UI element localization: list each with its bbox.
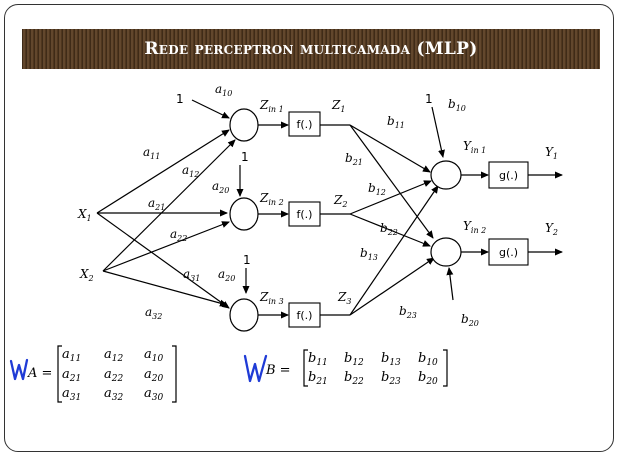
slide-frame [4, 4, 614, 452]
matrix-b-cell-12: b12 [344, 351, 364, 368]
weight-b20: b20 [461, 312, 479, 328]
matrix-a-cell-32: a32 [104, 386, 123, 403]
hidden-bias-arrows [191, 99, 250, 294]
activation-box-f1 [288, 111, 321, 137]
matrix-a: A = a11 a12 a10 a21 a22 a20 a31 a32 a30 [27, 345, 177, 403]
z3-label: Z3 [337, 290, 351, 306]
weight-a32: a32 [145, 305, 162, 321]
matrix-b-lhs: B = [265, 363, 291, 378]
output-bias-arrows [431, 106, 454, 301]
output-y1-label: Y1 [545, 145, 558, 161]
weight-b10: b10 [448, 97, 466, 113]
yin2-label: Yin 2 [463, 219, 486, 235]
matrix-a-left-bracket [57, 345, 62, 403]
matrix-a-cell-11: a11 [62, 347, 81, 364]
weight-a22: a22 [170, 227, 187, 243]
matrix-a-cell-31: a31 [62, 386, 81, 403]
activation-g2-label: g(.) [499, 246, 518, 259]
slide-title: Rede perceptron multicamada (MLP) [22, 29, 600, 69]
yin1-label: Yin 1 [463, 139, 486, 155]
hidden-output-connections [349, 124, 439, 316]
weight-a20: a20 [212, 179, 229, 195]
output-node-1 [430, 160, 462, 190]
matrix-a-cell-33: a30 [144, 386, 163, 403]
bias-one-a10: 1 [176, 92, 184, 106]
weight-a31: a31 [183, 267, 200, 283]
matrix-a-cell-21: a21 [62, 367, 81, 384]
bias-one-a30: 1 [243, 253, 251, 267]
matrix-b-cell-11: b11 [308, 351, 328, 368]
matrix-a-lhs: A = [27, 366, 52, 381]
weight-b23: b23 [399, 304, 417, 320]
matrix-b-cell-14: b10 [418, 351, 438, 368]
weight-b11: b11 [387, 114, 405, 130]
matrix-a-cell-23: a20 [144, 367, 163, 384]
weight-b21: b21 [345, 151, 363, 167]
bias-one-a20: 1 [241, 150, 249, 164]
activation-box-f3 [288, 302, 321, 328]
activation-f3-label: f(.) [297, 309, 313, 322]
hidden-node-1 [229, 108, 259, 142]
matrix-a-right-bracket [172, 345, 177, 403]
weight-b12: b12 [368, 181, 386, 197]
matrix-b-left-bracket [303, 349, 308, 387]
matrix-a-cell-13: a10 [144, 347, 163, 364]
activation-box-g2 [488, 238, 529, 266]
bias-one-b10: 1 [425, 92, 433, 106]
activation-g1-label: g(.) [499, 169, 518, 182]
activation-f2-label: f(.) [297, 208, 313, 221]
matrix-b-cell-23: b23 [381, 370, 401, 387]
output-y2-label: Y2 [545, 221, 558, 237]
handwritten-w-mark-a [9, 358, 29, 381]
handwritten-w-mark-b [243, 354, 268, 383]
matrix-b: B = b11 b12 b13 b10 b21 b22 b23 b20 [265, 349, 448, 387]
matrix-b-cell-13: b13 [381, 351, 401, 368]
activation-box-f2 [288, 201, 321, 227]
weight-a11: a11 [143, 145, 160, 161]
hidden-node-2 [229, 197, 259, 231]
output-activation-links [461, 171, 563, 256]
z1-label: Z1 [331, 98, 345, 114]
matrix-b-right-bracket [443, 349, 448, 387]
matrix-a-cell-12: a12 [104, 347, 123, 364]
matrix-b-cell-24: b20 [418, 370, 438, 387]
weight-b22: b22 [380, 221, 398, 237]
hidden-activation-links [258, 121, 350, 319]
input-hidden-connections [96, 129, 236, 309]
activation-box-g1 [488, 161, 529, 189]
matrix-a-cell-22: a22 [104, 367, 123, 384]
zin2-label: Zin 2 [259, 191, 284, 207]
matrix-b-cell-22: b22 [344, 370, 364, 387]
input-x2-label: X2 [79, 267, 94, 283]
zin1-label: Zin 1 [259, 98, 284, 114]
z2-label: Z2 [333, 193, 347, 209]
weight-a30: a20 [218, 267, 235, 283]
weight-b13: b13 [360, 246, 378, 262]
output-node-2 [430, 237, 462, 267]
zin3-label: Zin 3 [259, 290, 284, 306]
weight-a21: a21 [148, 196, 165, 212]
weight-a10: a10 [215, 82, 232, 98]
weight-a12: a12 [182, 163, 199, 179]
input-x1-label: X1 [77, 207, 92, 223]
hidden-node-3 [229, 298, 259, 332]
matrix-b-cell-21: b21 [308, 370, 328, 387]
activation-f1-label: f(.) [297, 118, 313, 131]
